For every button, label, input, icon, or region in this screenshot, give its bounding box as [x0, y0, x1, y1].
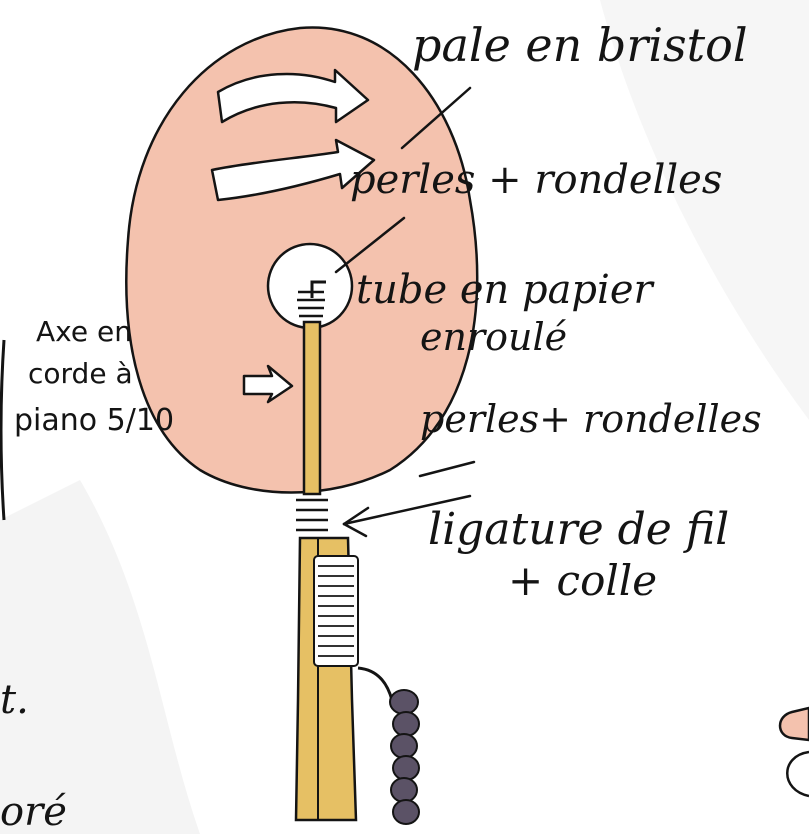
left-edge-line [1, 340, 4, 520]
label-tube-line2: enroulé [420, 318, 567, 356]
label-axis-line2: corde à [28, 360, 133, 388]
twisted-cord [390, 690, 419, 824]
axis-wire [304, 322, 320, 494]
thread-wrapping [314, 556, 358, 666]
label-axis-line1: Axe en [36, 318, 132, 346]
label-tube-line1: tube en papier [356, 270, 653, 310]
right-edge-blade [780, 708, 809, 740]
fragment-left-1: t. [0, 680, 29, 720]
cord-loop [358, 668, 392, 700]
fragment-left-2: oré [0, 792, 67, 832]
background-shade [0, 480, 200, 834]
label-binding-line2: + colle [508, 560, 657, 602]
binding-spring [296, 500, 328, 530]
label-blade: pale en bristol [412, 22, 748, 68]
right-edge-ring [787, 752, 809, 796]
label-beads-top: perles + rondelles [350, 160, 722, 200]
label-beads-bottom: perles+ rondelles [420, 400, 762, 438]
label-axis-line3: piano 5/10 [14, 406, 174, 436]
label-binding-line1: ligature de fil [428, 508, 729, 552]
